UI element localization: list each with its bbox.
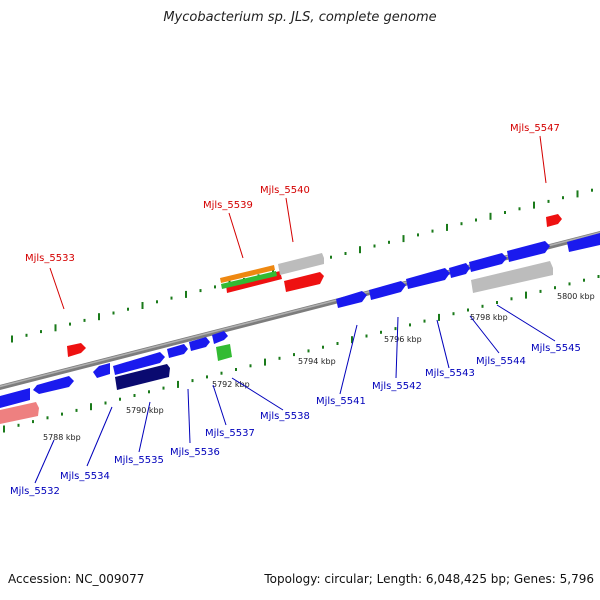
map-title: Mycobacterium sp. JLS, complete genome bbox=[163, 10, 437, 25]
gene-box bbox=[278, 253, 324, 275]
scale-label-5794: 5794 kbp bbox=[298, 357, 336, 366]
gene-arrow bbox=[93, 363, 110, 378]
label-leader-lines bbox=[34, 135, 556, 484]
genome-backbone bbox=[0, 230, 600, 391]
scale-label-5798: 5798 kbp bbox=[470, 313, 508, 322]
gene-label-mjls-5547[interactable]: Mjls_5547 bbox=[510, 123, 560, 134]
gene-arrow bbox=[449, 263, 470, 278]
gene-label-mjls-5542[interactable]: Mjls_5542 bbox=[372, 381, 422, 392]
leader-5533 bbox=[49, 267, 65, 310]
gene-arrow bbox=[567, 233, 600, 252]
gene-box bbox=[0, 402, 39, 424]
gene-box bbox=[546, 214, 562, 227]
gene-arrow bbox=[406, 268, 450, 289]
gene-arrow bbox=[189, 337, 210, 351]
leader-5542 bbox=[395, 316, 399, 379]
gene-box bbox=[221, 271, 277, 289]
lower-tick-row bbox=[3, 275, 600, 433]
gene-label-mjls-5538[interactable]: Mjls_5538 bbox=[260, 411, 310, 422]
gene-labels-top: Mjls_5533 Mjls_5539 Mjls_5540 Mjls_5547 bbox=[25, 123, 560, 264]
leader-5547 bbox=[539, 135, 547, 184]
gene-arrow bbox=[0, 388, 30, 408]
gene-box bbox=[67, 343, 86, 357]
gene-label-mjls-5532[interactable]: Mjls_5532 bbox=[10, 486, 60, 497]
leader-5535 bbox=[138, 401, 151, 453]
leader-5532 bbox=[34, 439, 55, 484]
leader-5545 bbox=[496, 304, 556, 342]
scale-labels: 5788 kbp 5790 kbp 5792 kbp 5794 kbp 5796… bbox=[43, 292, 595, 442]
accession-text: Accession: NC_009077 bbox=[8, 572, 145, 586]
gene-label-mjls-5536[interactable]: Mjls_5536 bbox=[170, 447, 220, 458]
gene-label-mjls-5539[interactable]: Mjls_5539 bbox=[203, 200, 253, 211]
gene-label-mjls-5534[interactable]: Mjls_5534 bbox=[60, 471, 110, 482]
scale-label-5800: 5800 kbp bbox=[557, 292, 595, 301]
gene-arrow bbox=[469, 253, 507, 272]
gene-label-mjls-5533[interactable]: Mjls_5533 bbox=[25, 253, 75, 264]
leader-5540 bbox=[285, 197, 294, 243]
gene-labels-bottom: Mjls_5532 Mjls_5534 Mjls_5535 Mjls_5536 … bbox=[10, 343, 581, 497]
gene-arrow bbox=[212, 331, 228, 344]
leader-5543 bbox=[436, 319, 450, 369]
leader-5541 bbox=[339, 324, 358, 395]
gene-features bbox=[0, 214, 600, 424]
leader-5544 bbox=[469, 315, 500, 354]
scale-label-5788: 5788 kbp bbox=[43, 433, 81, 442]
gene-arrow bbox=[33, 376, 74, 394]
gene-arrow bbox=[369, 281, 406, 300]
gene-label-mjls-5545[interactable]: Mjls_5545 bbox=[531, 343, 581, 354]
gene-arrow bbox=[167, 344, 188, 358]
gene-box bbox=[216, 344, 232, 361]
gene-arrow bbox=[336, 291, 367, 308]
leader-5534 bbox=[86, 406, 113, 467]
gene-label-mjls-5535[interactable]: Mjls_5535 bbox=[114, 455, 164, 466]
gene-box bbox=[220, 265, 275, 283]
gene-label-mjls-5544[interactable]: Mjls_5544 bbox=[476, 356, 526, 367]
gene-box bbox=[284, 272, 324, 292]
gene-box bbox=[115, 364, 170, 390]
leader-5539 bbox=[228, 212, 244, 259]
scale-label-5792: 5792 kbp bbox=[212, 380, 250, 389]
genome-summary-text: Topology: circular; Length: 6,048,425 bp… bbox=[264, 572, 594, 586]
gene-box bbox=[471, 261, 553, 293]
leader-5538 bbox=[231, 377, 284, 411]
gene-label-mjls-5543[interactable]: Mjls_5543 bbox=[425, 368, 475, 379]
gene-label-mjls-5541[interactable]: Mjls_5541 bbox=[316, 396, 366, 407]
scale-label-5790: 5790 kbp bbox=[126, 406, 164, 415]
gene-arrow bbox=[113, 352, 165, 375]
gene-label-mjls-5537[interactable]: Mjls_5537 bbox=[205, 428, 255, 439]
scale-label-5796: 5796 kbp bbox=[384, 335, 422, 344]
gene-label-mjls-5540[interactable]: Mjls_5540 bbox=[260, 185, 310, 196]
leader-5537 bbox=[212, 384, 227, 426]
gene-arrow bbox=[507, 241, 550, 262]
leader-5536 bbox=[187, 388, 191, 444]
